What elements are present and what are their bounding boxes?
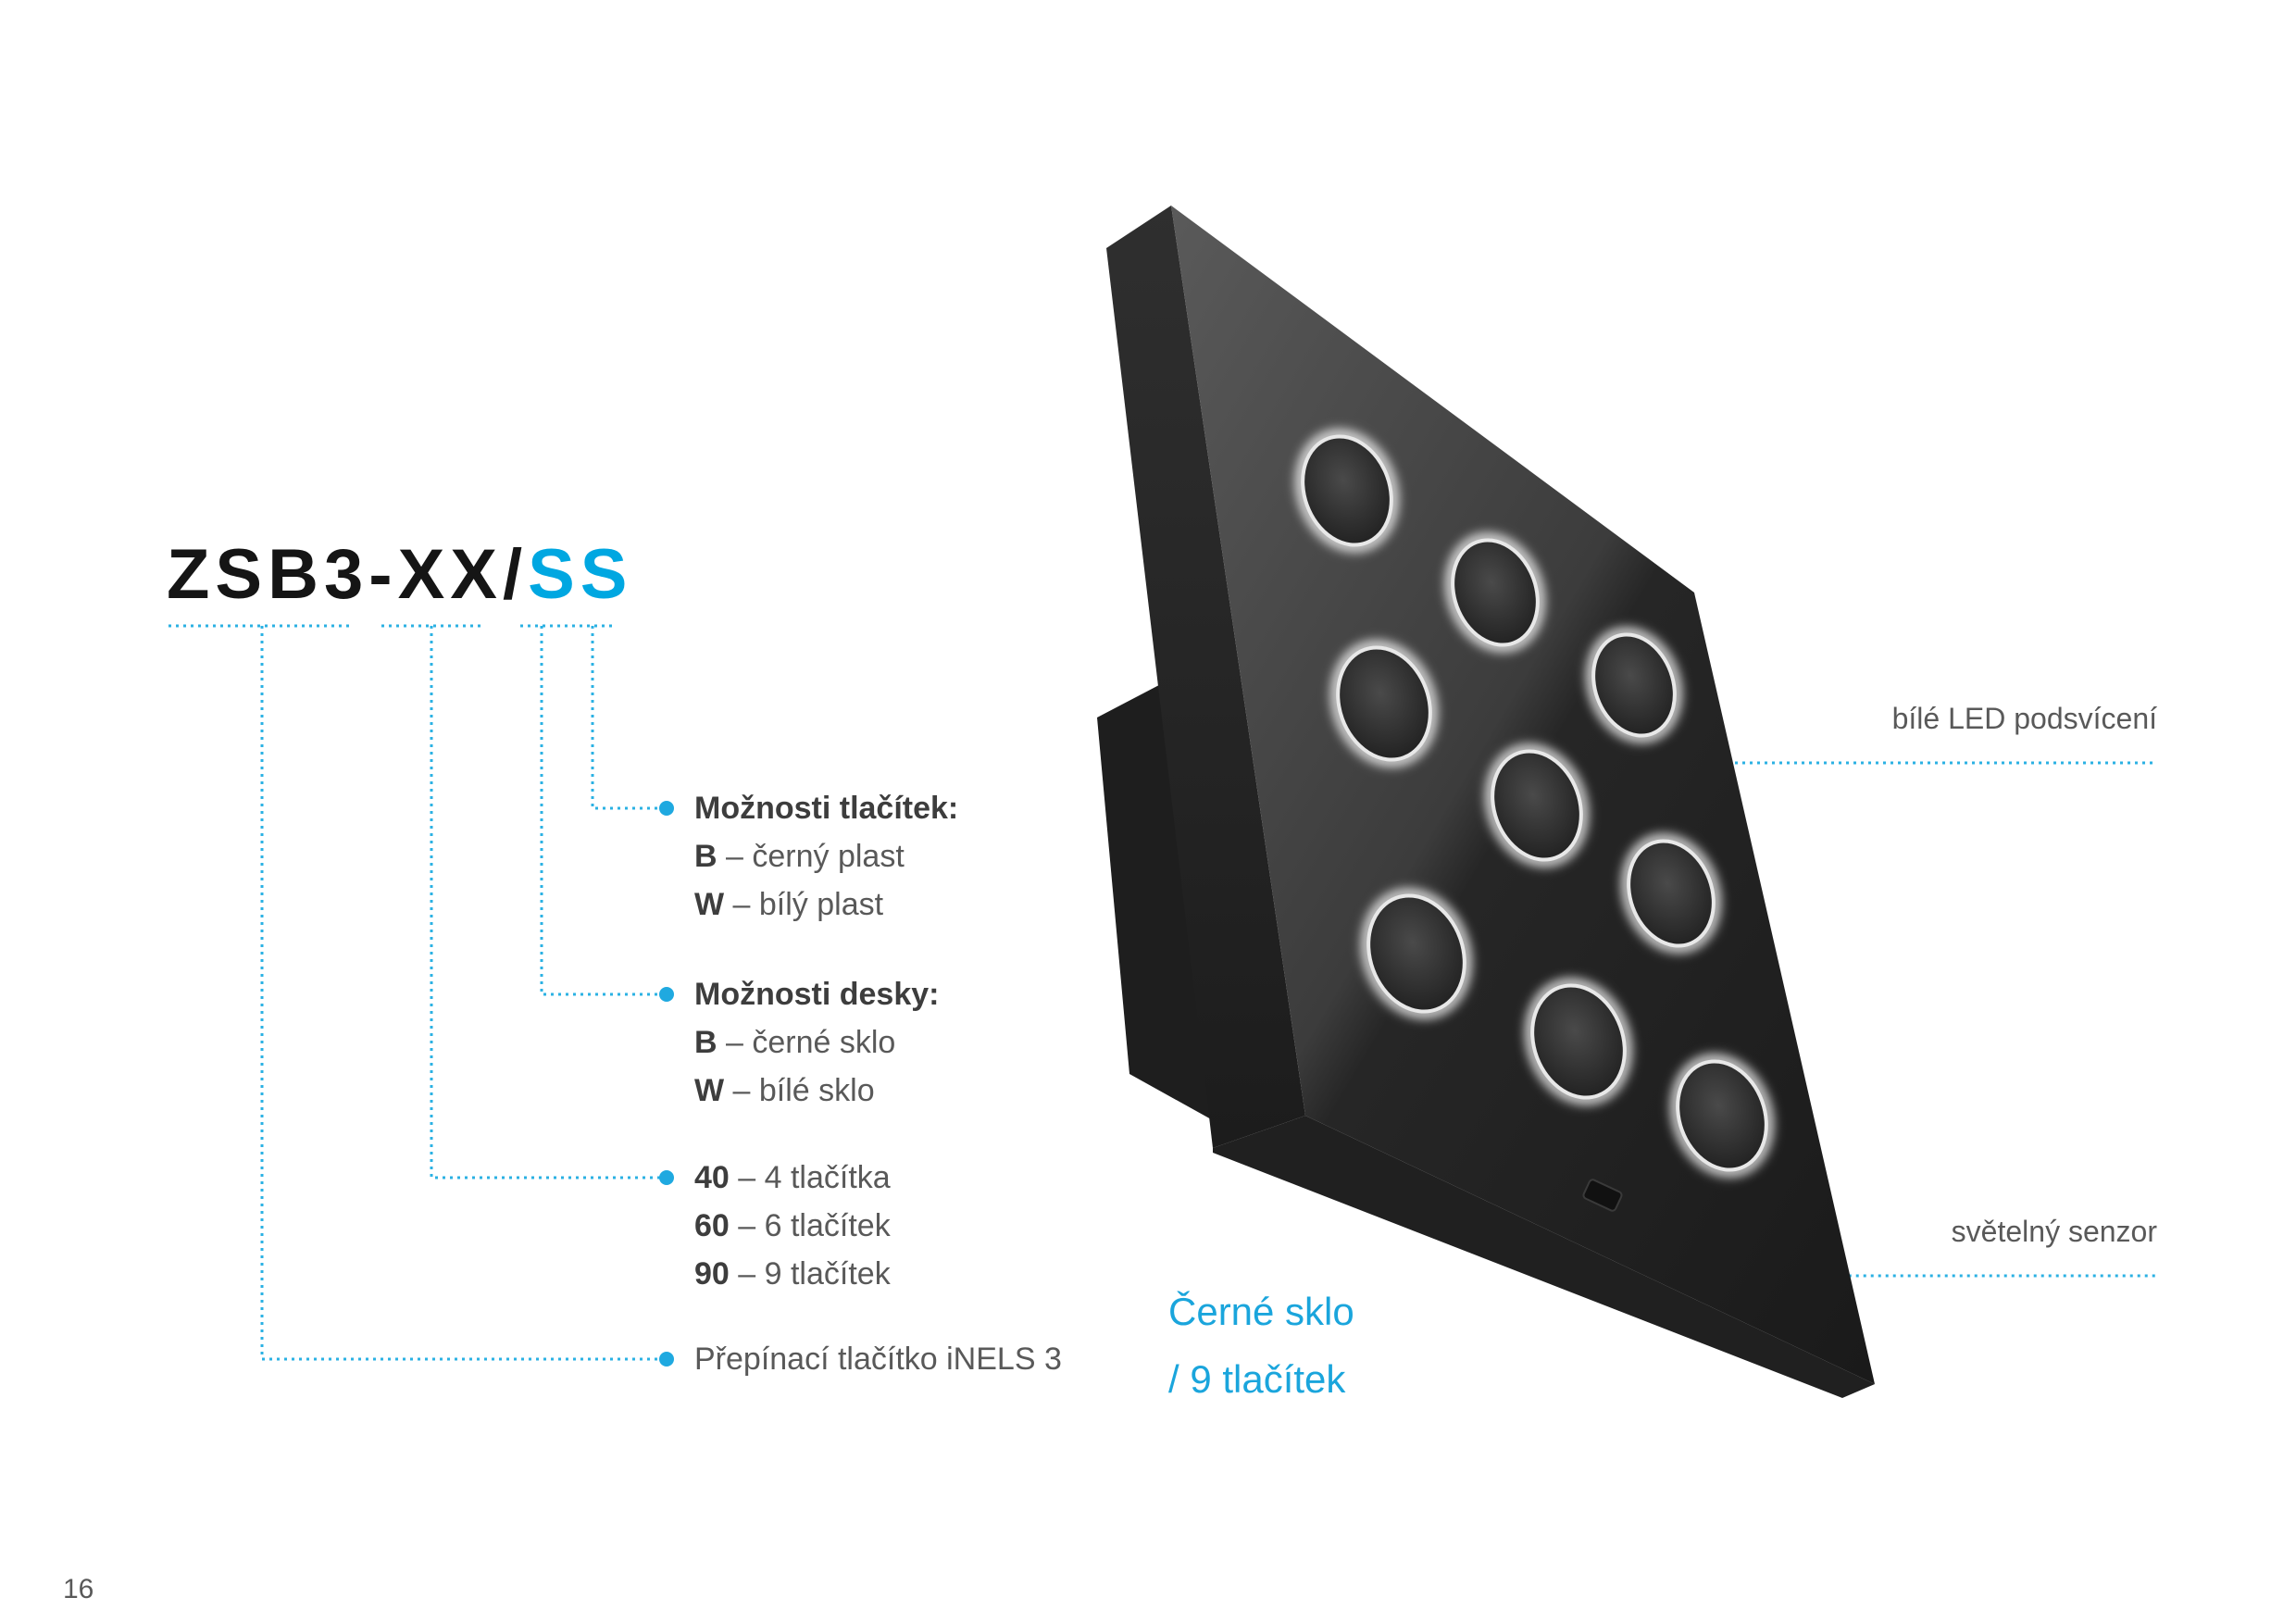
button-grid xyxy=(1296,430,1773,1177)
led-callout-label: bílé LED podsvícení xyxy=(1891,702,2157,735)
product-code-prefix: ZSB3-XX/ xyxy=(167,535,529,614)
option-text: – černý plast xyxy=(717,839,905,874)
product-type-group: Přepínací tlačítko iNELS 3 xyxy=(694,1335,1062,1383)
option-code: 60 xyxy=(694,1208,730,1243)
button-count-item: 90 – 9 tlačítek xyxy=(694,1250,891,1298)
product-code-title: ZSB3-XX/SS xyxy=(167,540,632,610)
button-options-item: W – bílý plast xyxy=(694,880,958,929)
product-code-suffix: SS xyxy=(528,535,633,614)
option-text: – bílé sklo xyxy=(724,1073,875,1108)
option-text: – 6 tlačítek xyxy=(729,1208,891,1243)
option-code: W xyxy=(694,887,725,922)
button-options-item: B – černý plast xyxy=(694,832,958,880)
variant-caption: Černé sklo / 9 tlačítek xyxy=(1168,1278,1354,1413)
button-count-item: 60 – 6 tlačítek xyxy=(694,1202,891,1250)
option-code: W xyxy=(694,1073,725,1108)
button-count-group: 40 – 4 tlačítka 60 – 6 tlačítek 90 – 9 t… xyxy=(694,1154,891,1298)
frame-left-edge xyxy=(1106,206,1305,1148)
plate-options-item: B – černé sklo xyxy=(694,1018,939,1067)
option-text: – 4 tlačítka xyxy=(729,1160,891,1195)
button-options-heading: Možnosti tlačítek: xyxy=(694,791,959,826)
product-type-label: Přepínací tlačítko iNELS 3 xyxy=(694,1342,1062,1377)
page-number: 16 xyxy=(63,1574,94,1604)
caption-line-2: / 9 tlačítek xyxy=(1168,1357,1346,1401)
option-code: 40 xyxy=(694,1160,730,1195)
bullet-plate-options xyxy=(659,987,674,1002)
option-text: – bílý plast xyxy=(724,887,884,922)
plate-options-group: Možnosti desky: B – černé sklo W – bílé … xyxy=(694,970,939,1115)
connector-sensor xyxy=(1628,1214,2157,1278)
button-count-item: 40 – 4 tlačítka xyxy=(694,1154,891,1202)
caption-line-1: Černé sklo xyxy=(1168,1290,1354,1333)
connector-button-options xyxy=(591,626,665,810)
frame-bottom-edge xyxy=(1213,1116,1875,1398)
option-code: 90 xyxy=(694,1256,730,1292)
bullet-button-count xyxy=(659,1170,674,1185)
plate-options-heading: Možnosti desky: xyxy=(694,977,940,1012)
connector-product-type xyxy=(260,626,665,1361)
option-code: B xyxy=(694,1025,718,1060)
button-options-group: Možnosti tlačítek: B – černý plast W – b… xyxy=(694,784,958,929)
plate-options-item: W – bílé sklo xyxy=(694,1067,939,1115)
sensor-callout-label: světelný senzor xyxy=(1951,1215,2157,1248)
light-sensor xyxy=(1582,1179,1623,1212)
bullet-product-type xyxy=(659,1352,674,1367)
bullet-button-options xyxy=(659,801,674,816)
option-code: B xyxy=(694,839,718,874)
option-text: – černé sklo xyxy=(717,1025,896,1060)
option-text: – 9 tlačítek xyxy=(729,1256,891,1292)
